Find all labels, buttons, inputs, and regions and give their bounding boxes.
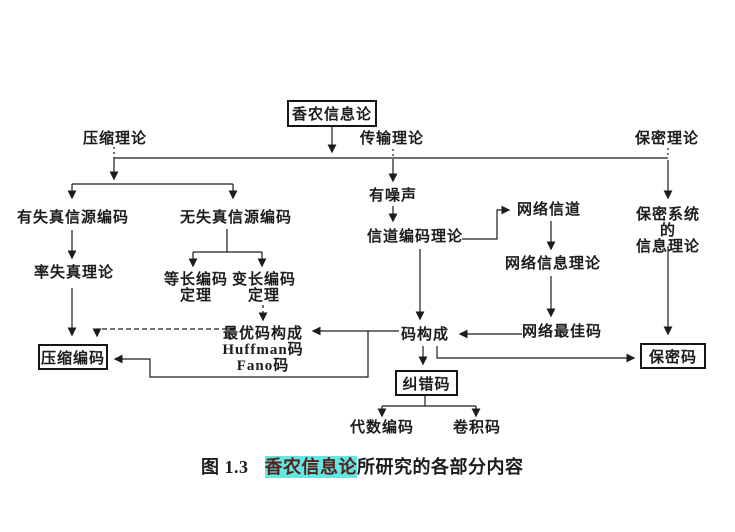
node-transmission-theory: 传输理论 xyxy=(359,131,425,147)
node-label: 纠错码 xyxy=(402,376,451,393)
node-secrecy-code: 保密码 xyxy=(640,343,706,369)
node-network-channel: 网络信道 xyxy=(516,202,582,218)
node-compression-theory: 压缩理论 xyxy=(82,131,148,147)
node-rate-distortion-theory: 率失真理论 xyxy=(33,265,115,281)
node-fixed-length-coding-theorem: 等长编码 定理 xyxy=(163,272,229,304)
node-label: 保密码 xyxy=(648,349,697,366)
node-label: 压缩编码 xyxy=(40,350,105,367)
node-convolutional-code: 卷积码 xyxy=(452,420,502,436)
node-lossy-source-coding: 有失真信源编码 xyxy=(16,210,130,226)
node-variable-length-coding-theorem: 变长编码 定理 xyxy=(231,272,297,304)
caption-rest-text: 所研究的各部分内容 xyxy=(357,457,524,477)
node-code-construction: 码构成 xyxy=(400,327,450,343)
figure-caption: 图 1.3 香农信息论所研究的各部分内容 xyxy=(201,453,524,479)
node-network-best-code: 网络最佳码 xyxy=(521,324,603,340)
node-label: 香农信息论 xyxy=(291,107,372,123)
node-secrecy-theory: 保密理论 xyxy=(634,131,700,147)
figure-number: 图 1.3 xyxy=(201,457,249,477)
node-secrecy-system-info-theory: 保密系统的 信息理论 xyxy=(635,207,700,255)
caption-highlighted-text: 香农信息论 xyxy=(264,456,357,478)
node-channel-coding-theory: 信道编码理论 xyxy=(366,229,464,245)
node-lossless-source-coding: 无失真信源编码 xyxy=(179,210,293,226)
node-shannon-information-theory: 香农信息论 xyxy=(287,100,377,127)
node-algebraic-coding: 代数编码 xyxy=(349,420,415,436)
node-noisy: 有噪声 xyxy=(368,188,418,204)
node-error-correcting-code: 纠错码 xyxy=(395,370,458,396)
node-optimal-code-construction: 最优码构成 Huffman码 Fano码 xyxy=(222,326,304,374)
node-network-info-theory: 网络信息理论 xyxy=(504,256,602,272)
node-compression-coding: 压缩编码 xyxy=(38,344,108,370)
